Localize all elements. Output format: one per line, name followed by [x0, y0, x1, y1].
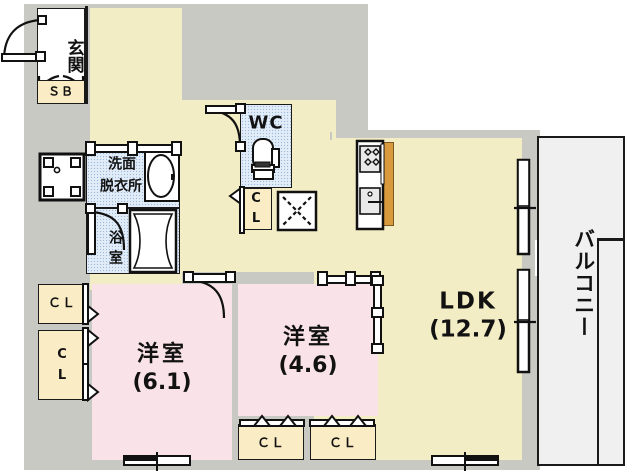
- washing-machine-pan-icon: [38, 152, 86, 202]
- senmen-label-2: 脱衣所: [100, 178, 142, 195]
- corridor-edge-right: [330, 132, 332, 140]
- bathtub-icon: [128, 208, 178, 274]
- yokushitsu-label-2: 室: [109, 250, 123, 267]
- cl-room1-lower-label-2: L: [57, 367, 67, 383]
- balcony-label: バルコニー: [571, 228, 596, 338]
- room2-area-label: (4.6): [278, 353, 338, 379]
- cl-hall-label-1: C: [251, 190, 261, 206]
- senmen-sliding-door[interactable]: [85, 141, 182, 156]
- room-washitsu-4-6: [238, 284, 378, 416]
- ldk-balcony-window-upper: [514, 158, 536, 256]
- room2-ldk-sliding-door[interactable]: [370, 275, 386, 354]
- room1-window: [123, 452, 191, 471]
- room1-name-label: 洋室: [136, 342, 188, 368]
- balcony-notch-line: [597, 238, 625, 241]
- sb-label: ＳＢ: [47, 84, 75, 99]
- cl-hall-label-2: L: [251, 210, 261, 226]
- bath-door[interactable]: [85, 203, 132, 256]
- room2-name-label: 洋室: [282, 325, 334, 351]
- ldk-bottom-window: [431, 452, 499, 471]
- closet-room2-left: [238, 424, 304, 460]
- room-washitsu-6-1: [92, 284, 232, 460]
- balcony-lower-body: [537, 240, 599, 466]
- cl-hall-door[interactable]: [228, 186, 245, 234]
- kitchen-unit: [355, 139, 385, 231]
- cl-room1-lower-label-1: C: [57, 346, 67, 362]
- toilet-icon: [251, 138, 280, 180]
- closet-room1-lower: [38, 330, 86, 400]
- entrance-door[interactable]: [0, 14, 47, 76]
- closet-room2-doors[interactable]: [238, 414, 378, 430]
- ldk-name-label: LDK: [439, 288, 497, 315]
- cl-room1-upper-label: ＣＬ: [47, 295, 77, 311]
- ldk-area-label: (12.7): [429, 316, 507, 343]
- closet-room1-doors[interactable]: [80, 282, 100, 403]
- wc-door[interactable]: [204, 103, 246, 152]
- cl-room2-left-label: ＣＬ: [256, 435, 286, 451]
- genkan-label-text: 玄関: [63, 39, 84, 74]
- yokushitsu-label-1: 浴: [109, 230, 123, 247]
- wc-label: WC: [248, 112, 284, 134]
- genkan-label: 玄関: [39, 18, 84, 101]
- vanity-basin-icon: [144, 150, 180, 202]
- ldk-balcony-window-lower: [514, 268, 536, 374]
- meter-box-icon: [276, 190, 318, 232]
- room1-door[interactable]: [183, 271, 236, 324]
- closet-sb: [37, 80, 85, 104]
- genkan-step-line: [85, 6, 88, 104]
- room1-area-label: (6.1): [132, 370, 192, 396]
- cl-room2-right-label: ＣＬ: [328, 435, 358, 451]
- senmen-label-1: 洗面: [108, 156, 136, 173]
